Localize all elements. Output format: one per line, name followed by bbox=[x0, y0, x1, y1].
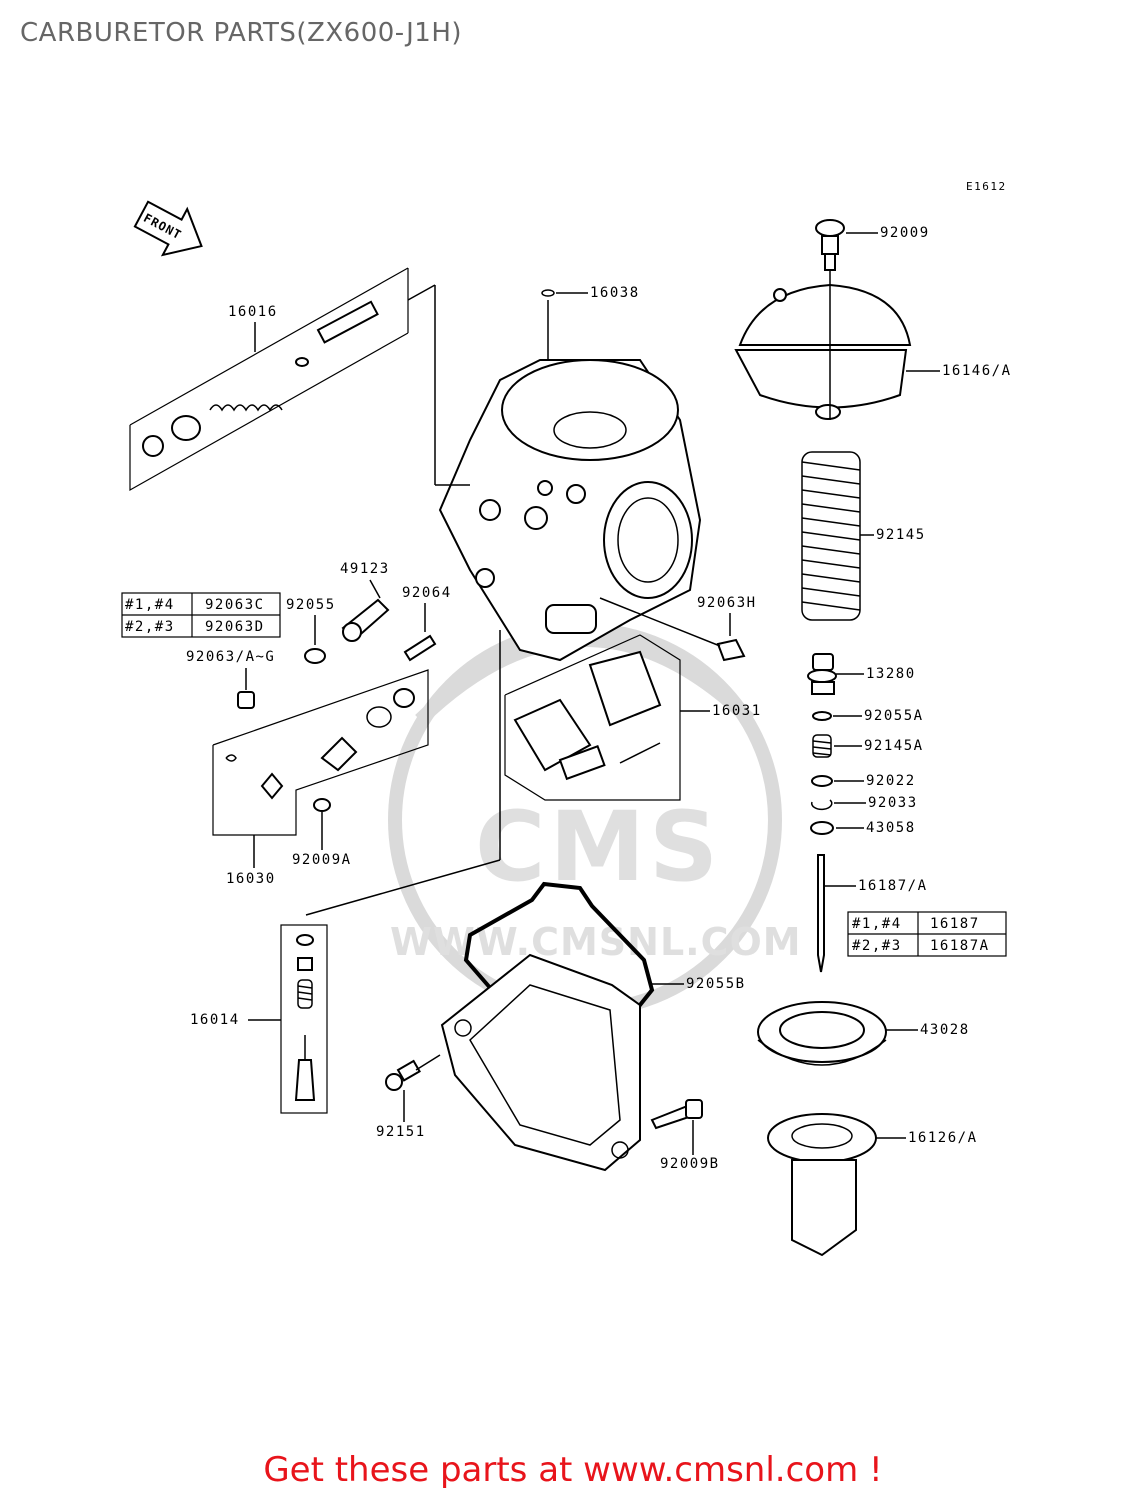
label-92055a: 92055A bbox=[864, 708, 924, 724]
label-16187: 16187/A bbox=[858, 878, 928, 894]
label-16031: 16031 bbox=[712, 703, 762, 719]
front-arrow-icon: FRONT bbox=[133, 200, 203, 257]
label-92151: 92151 bbox=[376, 1124, 426, 1140]
label-16038: 16038 bbox=[590, 285, 640, 301]
page-title: CARBURETOR PARTS(ZX600-J1H) bbox=[20, 18, 463, 48]
piston-16126 bbox=[767, 1113, 877, 1257]
pilot-jet-group-16030 bbox=[212, 669, 429, 836]
screw-92009b bbox=[650, 1099, 703, 1130]
table-right-cyl-1: #2,#3 bbox=[852, 938, 902, 954]
table-right-part-1: 16187A bbox=[930, 938, 990, 954]
needle-variant-table: #1,#4 16187 #2,#3 16187A bbox=[847, 911, 1007, 957]
diagram-code: E1612 bbox=[966, 180, 1007, 193]
svg-text:CMS: CMS bbox=[475, 791, 722, 903]
label-16016: 16016 bbox=[228, 304, 278, 320]
label-92033: 92033 bbox=[868, 795, 918, 811]
label-92063h: 92063H bbox=[697, 595, 757, 611]
label-92145: 92145 bbox=[876, 527, 926, 543]
label-92055b: 92055B bbox=[686, 976, 746, 992]
label-16030: 16030 bbox=[226, 871, 276, 887]
left-variant-table: #1,#4 92063C #2,#3 92063D bbox=[121, 592, 281, 638]
label-43028: 43028 bbox=[920, 1022, 970, 1038]
diaphragm-43028 bbox=[757, 1001, 887, 1066]
cta-link[interactable]: Get these parts at www.cmsnl.com ! bbox=[263, 1450, 883, 1490]
label-16126: 16126/A bbox=[908, 1130, 978, 1146]
label-92009a: 92009A bbox=[292, 852, 352, 868]
svg-text:WWW.CMSNL.COM: WWW.CMSNL.COM bbox=[390, 920, 802, 964]
label-92009: 92009 bbox=[880, 225, 930, 241]
screw-92009 bbox=[815, 219, 845, 271]
label-43058: 43058 bbox=[866, 820, 916, 836]
top-cover-16146 bbox=[734, 283, 912, 420]
table-right-part-0: 16187 bbox=[930, 916, 980, 932]
label-16146: 16146/A bbox=[942, 363, 1012, 379]
label-92055: 92055 bbox=[286, 597, 336, 613]
needle-valve-group-16014 bbox=[280, 924, 328, 1114]
carburetor-body bbox=[407, 284, 702, 662]
float-bowl bbox=[440, 953, 641, 1172]
label-92022: 92022 bbox=[866, 773, 916, 789]
float-group-16031 bbox=[504, 634, 681, 801]
table-left-part-1: 92063D bbox=[205, 619, 265, 635]
plunger-group-16016 bbox=[129, 267, 409, 492]
table-right-cyl-0: #1,#4 bbox=[852, 916, 902, 932]
table-left-cyl-1: #2,#3 bbox=[125, 619, 175, 635]
spring-92145 bbox=[801, 451, 861, 621]
screw-92151 bbox=[385, 1059, 421, 1091]
label-92063ag: 92063/A~G bbox=[186, 649, 275, 665]
label-92064: 92064 bbox=[402, 585, 452, 601]
table-left-part-0: 92063C bbox=[205, 597, 265, 613]
label-92145a: 92145A bbox=[864, 738, 924, 754]
label-13280: 13280 bbox=[866, 666, 916, 682]
label-16014: 16014 bbox=[190, 1012, 240, 1028]
label-49123: 49123 bbox=[340, 561, 390, 577]
watermark-logo: CMS WWW.CMSNL.COM bbox=[388, 623, 802, 1017]
exploded-parts-diagram: CMS WWW.CMSNL.COM E1612 FRONT 16016 bbox=[121, 180, 1012, 1257]
label-92009b: 92009B bbox=[660, 1156, 720, 1172]
table-left-cyl-0: #1,#4 bbox=[125, 597, 175, 613]
